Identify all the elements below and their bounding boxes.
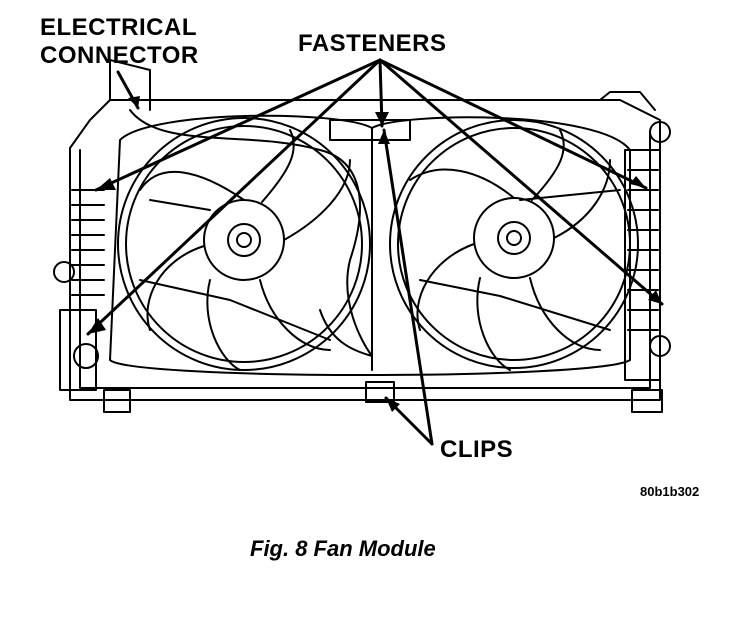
left-fan [117, 117, 371, 371]
arrowheads [88, 96, 662, 412]
wiring-harness [129, 109, 373, 357]
fasteners-label: FASTENERS [298, 30, 447, 57]
electrical-connector-label-line1: ELECTRICAL [40, 14, 197, 41]
radiator-frame [53, 59, 671, 413]
right-fan [389, 119, 639, 371]
electrical-connector-label-line2: CONNECTOR [40, 42, 199, 69]
fasteners-leader-lines [86, 58, 664, 336]
fan-shroud [109, 114, 631, 403]
clips-label: CLIPS [440, 436, 514, 463]
figure-reference-code: 80b1b302 [640, 484, 700, 499]
figure-caption: Fig. 8 Fan Module [250, 536, 436, 561]
